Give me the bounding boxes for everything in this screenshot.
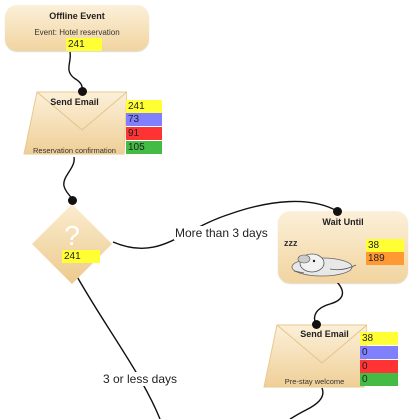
offline-event-title: Offline Event	[49, 11, 105, 21]
connector-dot-decision-in[interactable]	[68, 196, 77, 205]
envelope-icon	[263, 324, 367, 388]
connector-dot-wait-in[interactable]	[333, 207, 342, 216]
send-email-1-title: Send Email	[50, 97, 99, 107]
send-email-1-stat-opened: 241	[126, 100, 162, 113]
envelope-icon	[23, 91, 127, 155]
send-email-1-stat-delivered: 105	[126, 141, 162, 154]
wire-email1-to-decision	[63, 156, 75, 201]
decision-symbol: ?	[64, 220, 80, 251]
decision-count: 241	[62, 250, 100, 263]
send-email-1-subtitle: Reservation confirmation	[33, 146, 116, 155]
offline-event-count: 241	[66, 38, 102, 51]
sleep-text: zzz	[284, 238, 298, 248]
wire-decision-to-wait	[112, 200, 338, 250]
send-email-2-title: Send Email	[300, 329, 349, 339]
send-email-2-stat-delivered: 0	[360, 373, 398, 386]
wait-until-stat-released: 38	[366, 239, 404, 252]
offline-event-node[interactable]: Offline Event Event: Hotel reservation 2…	[5, 5, 149, 51]
send-email-2-subtitle: Pre-stay welcome	[284, 377, 345, 386]
sleeping-dog-icon	[291, 253, 357, 277]
wire-decision-to-lower	[69, 263, 161, 419]
decision-node[interactable]: ? 241	[28, 198, 118, 288]
connector-dot-email2-in[interactable]	[312, 320, 321, 329]
wait-until-node[interactable]: Wait Until zzz 38 189	[278, 211, 408, 283]
send-email-2-stat-opened: 38	[360, 332, 398, 345]
wire-wait-to-email2	[313, 281, 344, 325]
send-email-1-stat-clicked: 73	[126, 113, 162, 126]
wire-offline-to-email1	[68, 51, 83, 92]
wait-until-stat-waiting: 189	[366, 252, 404, 265]
question-mark-icon	[32, 204, 112, 284]
wire-email2-out	[289, 387, 324, 419]
offline-event-subtitle: Event: Hotel reservation	[34, 28, 120, 37]
send-email-2-stat-clicked: 0	[360, 346, 398, 359]
edge-label-more-than: More than 3 days	[174, 226, 269, 240]
edge-label-less-or-equal: 3 or less days	[102, 372, 179, 386]
send-email-node-1[interactable]: Send Email Reservation confirmation 241 …	[22, 90, 164, 156]
send-email-1-stat-bounced: 91	[126, 127, 162, 140]
send-email-node-2[interactable]: Send Email Pre-stay welcome 38 0 0 0	[262, 323, 402, 389]
connector-dot-email1-in[interactable]	[78, 87, 87, 96]
send-email-2-stat-bounced: 0	[360, 360, 398, 373]
wait-until-title: Wait Until	[322, 217, 364, 227]
